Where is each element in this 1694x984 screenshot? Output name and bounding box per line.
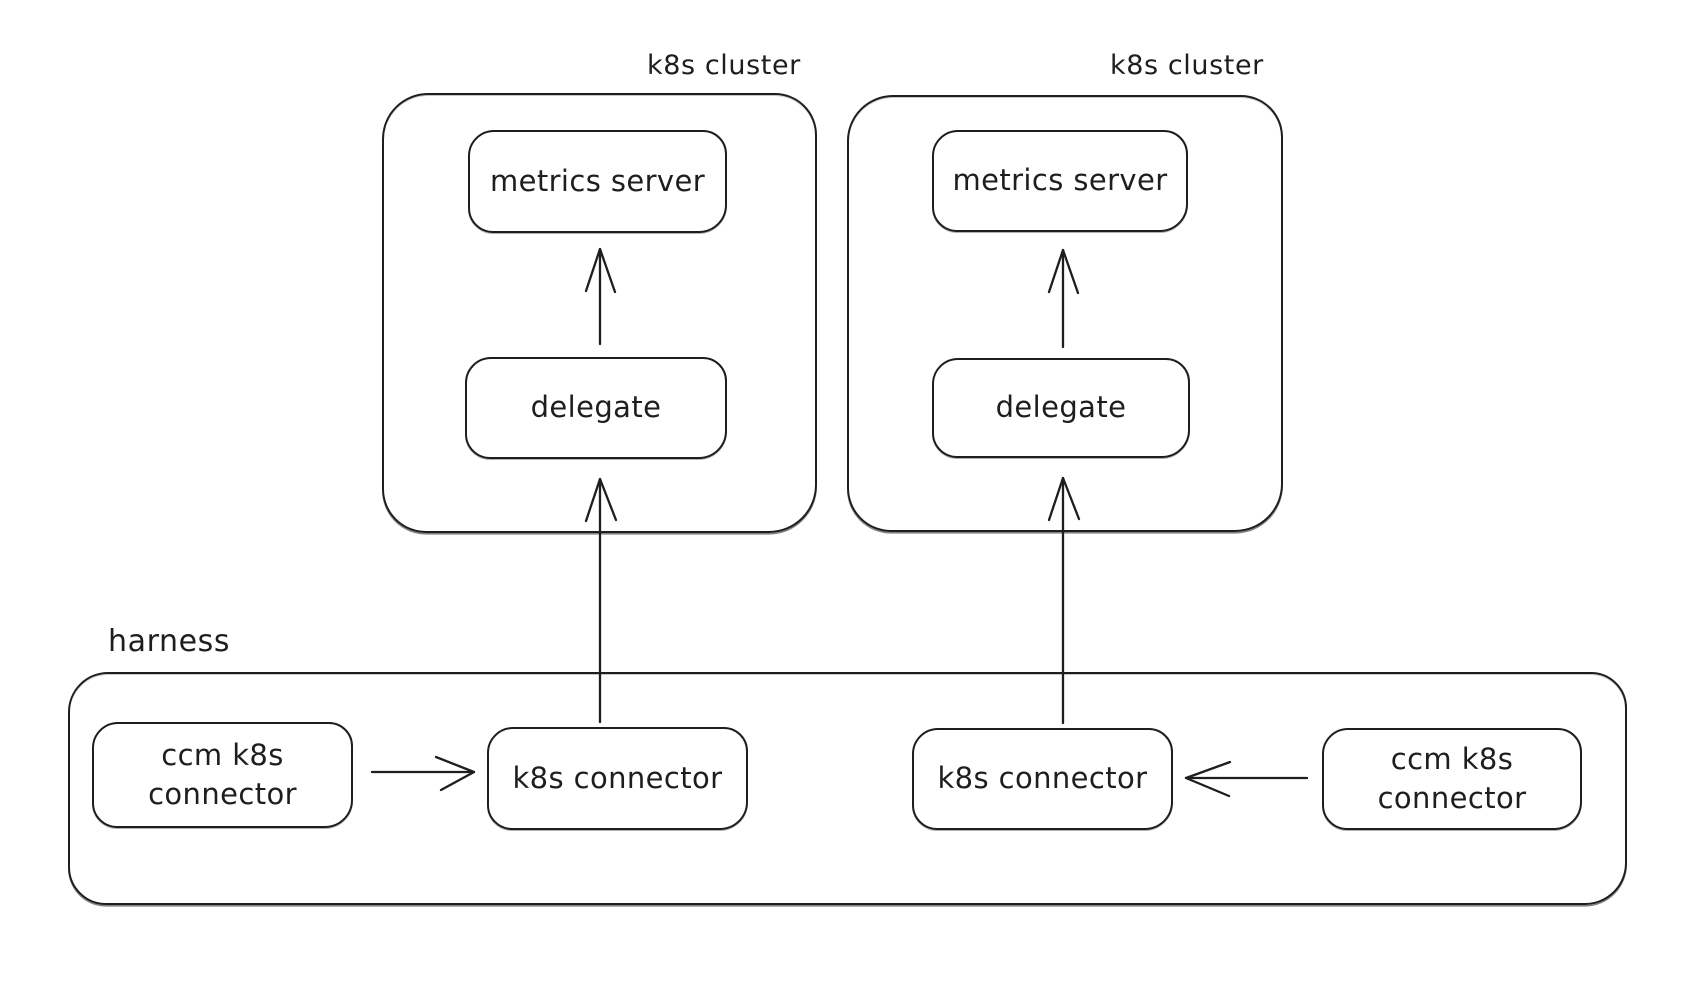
delegate-right-label: delegate <box>995 390 1127 425</box>
ccm-k8s-connector-left-label: ccm k8s connector <box>148 737 297 811</box>
metrics-server-left-node: metrics server <box>468 130 727 233</box>
k8s-connector-left-node: k8s connector <box>487 727 748 830</box>
k8s-connector-left-label: k8s connector <box>512 760 723 795</box>
metrics-server-left-label: metrics server <box>489 163 706 198</box>
ccm-k8s-connector-right-label: ccm k8s connector <box>1377 741 1527 815</box>
k8s-cluster-right-label: k8s cluster <box>1110 50 1264 81</box>
ccm-k8s-connector-left-node: ccm k8s connector <box>92 722 353 828</box>
k8s-connector-right-label: k8s connector <box>937 761 1148 796</box>
metrics-server-right-label: metrics server <box>952 163 1168 198</box>
k8s-cluster-right-box <box>847 95 1283 532</box>
k8s-cluster-left-label: k8s cluster <box>647 50 801 81</box>
delegate-left-label: delegate <box>530 390 662 425</box>
harness-box <box>68 672 1627 905</box>
ccm-k8s-connector-right-node: ccm k8s connector <box>1322 728 1582 830</box>
delegate-right-node: delegate <box>932 358 1190 458</box>
k8s-connector-right-node: k8s connector <box>912 728 1173 830</box>
harness-label: harness <box>108 624 231 659</box>
delegate-left-node: delegate <box>465 357 727 459</box>
metrics-server-right-node: metrics server <box>932 130 1188 232</box>
